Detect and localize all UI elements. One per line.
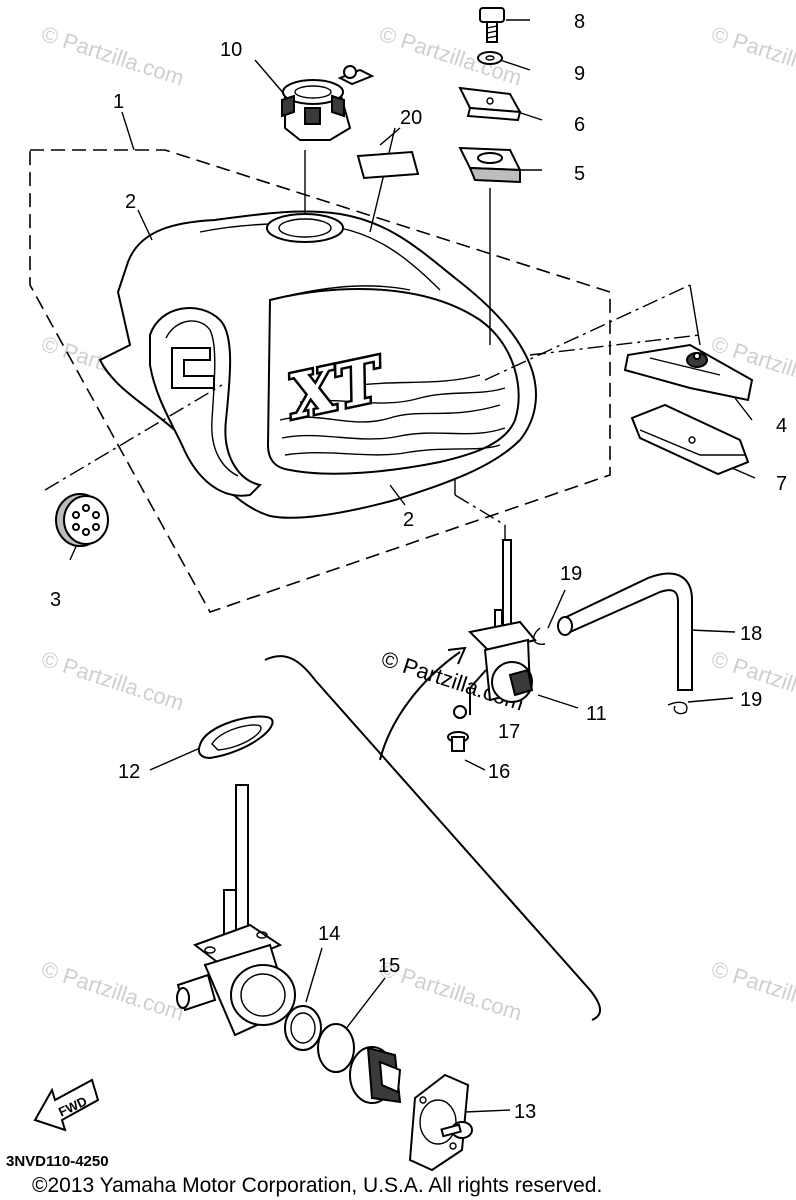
fuel-cap [281,65,375,141]
watermark-text: © Partzilla.com [708,21,796,91]
tank-side-panel-inner [165,320,239,477]
screw-16 [447,731,469,752]
fuel-cock-detail [176,784,296,1037]
callout-5: 5 [574,163,585,185]
callout-19: 19 [740,689,762,711]
cover-plate [408,1073,470,1172]
seal-15 [317,1023,355,1073]
watermark-text: © Partzilla.com [376,21,525,91]
clip [533,627,688,715]
fuel-hose-end [557,616,573,636]
detail-arrow-head [447,646,467,665]
screw-13 [440,1121,473,1139]
callout-9: 9 [574,63,585,85]
tank-pad [630,403,750,476]
callout-2: 2 [125,191,136,213]
rubber-mount [458,146,522,184]
decal-stripes [279,374,506,456]
bolt [479,7,505,43]
callout-8: 8 [574,11,585,33]
callout-17: 17 [498,721,520,743]
callout-labels: 1 2 2 3 4 5 6 7 8 9 10 11 12 13 14 15 16… [50,11,787,1123]
watermark-text: © Partzilla.com [708,956,796,1026]
callout-13: 13 [514,1101,536,1123]
callout-10: 10 [220,39,242,61]
callout-12: 12 [118,761,140,783]
tank-decal-panel [266,288,520,475]
decal-label [356,150,420,180]
callout-6: 6 [574,114,585,136]
callout-18: 18 [740,623,762,645]
filler-neck-inner [278,218,332,238]
washer [477,51,503,65]
tank-assembly-boundary [29,149,611,613]
callout-19: 19 [560,563,582,585]
callout-2: 2 [403,509,414,531]
fuel-cock-assembly [453,539,537,719]
callout-15: 15 [378,955,400,977]
bracket-plate [458,86,522,122]
watermark-text: © Partzilla.com [38,956,187,1026]
callout-3: 3 [50,589,61,611]
part-code: 3NVD110-4250 [6,1153,109,1170]
watermark-text: © Partzilla.com [38,21,187,91]
callout-11: 11 [586,703,607,725]
callout-20: 20 [400,107,422,129]
callout-7: 7 [776,473,787,495]
detail-arrow [379,651,461,761]
callout-14: 14 [318,923,340,945]
gasket [197,715,274,760]
side-panel-hook [171,347,215,389]
callout-1: 1 [113,91,124,113]
fuel-hose [558,572,693,691]
detail-boundary-arc [264,655,601,1021]
leader-lines [44,19,756,1113]
o-ring-14 [284,1005,322,1051]
watermark-text: © Partzilla.com [38,646,187,716]
lever-knob [349,1046,402,1104]
tank-strap-bracket [623,343,754,402]
rubber-damper [55,493,109,547]
fwd-arrow-icon: FWD [33,1078,100,1132]
callout-4: 4 [776,415,787,437]
copyright-text: ©2013 Yamaha Motor Corporation, U.S.A. A… [32,1174,602,1197]
callout-16: 16 [488,761,510,783]
fuel-tank: XT [98,210,537,519]
